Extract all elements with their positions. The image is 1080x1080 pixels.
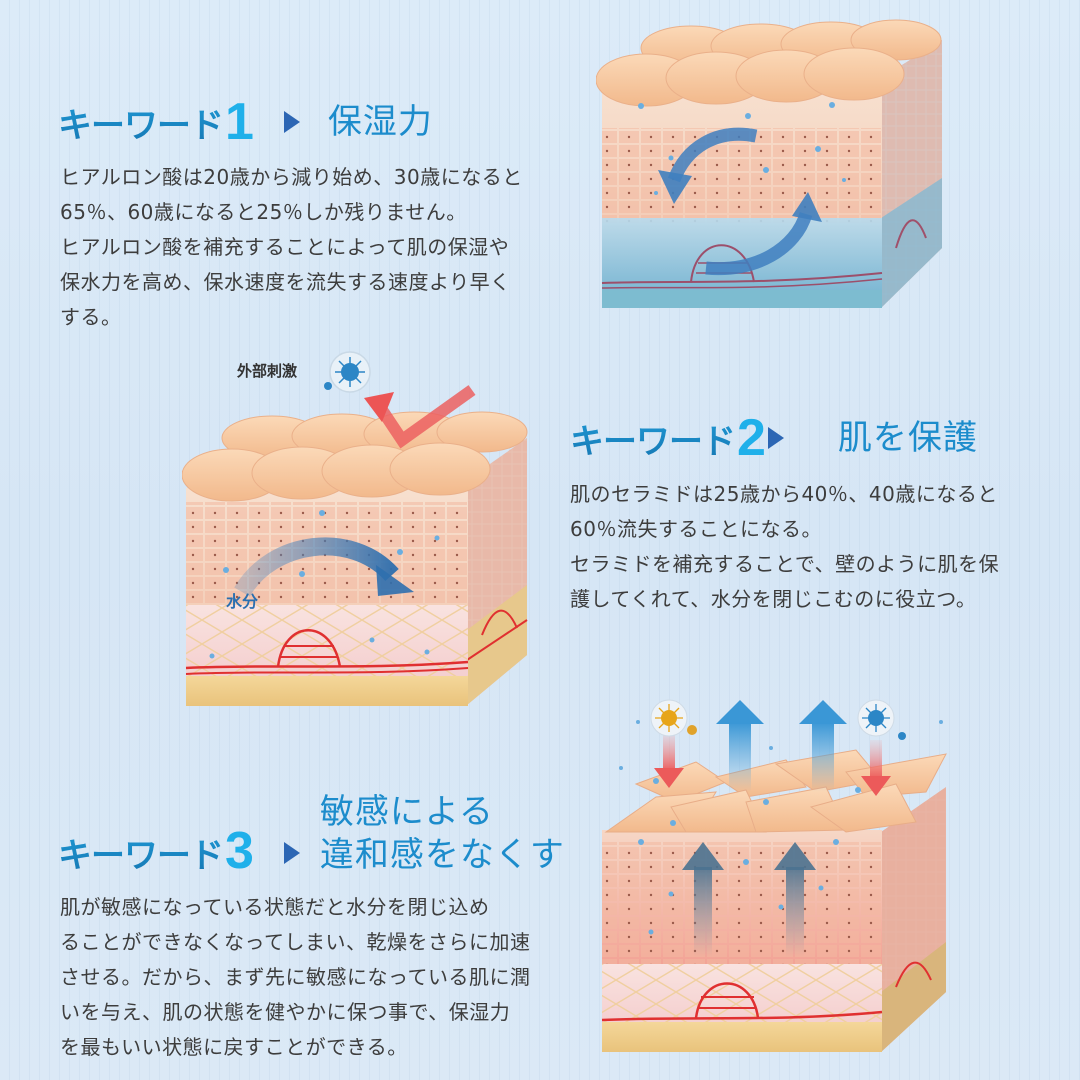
keyword-1-title: 保湿力 bbox=[327, 101, 433, 142]
triangle-right-icon bbox=[767, 427, 784, 449]
keyword-3-title: 敏感による 違和感をなくす bbox=[319, 792, 565, 875]
keyword-label: キーワード bbox=[58, 828, 224, 877]
moisture-label: 水分 bbox=[226, 592, 259, 611]
keyword-2-heading: キーワード 2 肌を保護 bbox=[570, 412, 978, 464]
keyword-3-description: 肌が敏感になっている状態だと水分を閉じ込め ることができなくなってしまい、乾燥を… bbox=[60, 895, 531, 1059]
keyword-2-description: 肌のセラミドは25歳から40％、40歳になると 60％流失することになる。 セラ… bbox=[570, 482, 1000, 611]
keyword-label: キーワード bbox=[58, 98, 224, 147]
keyword-number: 1 bbox=[225, 93, 254, 151]
keyword-1-heading: キーワード 1 保湿力 bbox=[58, 96, 433, 148]
keyword-number: 3 bbox=[225, 821, 254, 880]
keyword-2-title: 肌を保護 bbox=[837, 417, 978, 458]
external-stimulus-label: 外部刺激 bbox=[237, 362, 298, 380]
keyword-3-heading: キーワード 3 敏感による 違和感をなくす bbox=[58, 790, 565, 877]
triangle-right-icon bbox=[283, 111, 300, 133]
triangle-right-icon bbox=[283, 841, 300, 864]
skin-cube-sensitive-illustration bbox=[601, 699, 947, 1052]
keyword-1-description: ヒアルロン酸は20歳から減り始め、30歳になると 65％、60歳になると25％し… bbox=[60, 165, 523, 329]
virus-icon bbox=[324, 351, 371, 393]
keyword-number: 2 bbox=[737, 409, 766, 467]
keyword-label: キーワード bbox=[570, 414, 736, 463]
skin-cube-moisture-cycle-illustration bbox=[596, 19, 942, 308]
skin-cube-barrier-illustration bbox=[182, 385, 528, 706]
